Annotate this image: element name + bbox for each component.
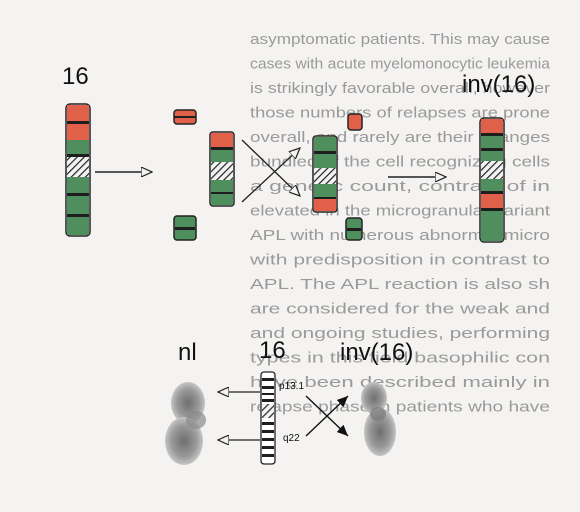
background-text-line: have been described mainly in	[250, 374, 550, 391]
label-inv16-bottom: inv(16)	[340, 339, 413, 366]
background-text-line: cases with acute myelomonocytic leukemia	[250, 56, 551, 73]
background-text-line: asymptomatic patients. This may cause	[250, 31, 550, 48]
background-text-line: those numbers of relapses are prone	[250, 105, 550, 122]
background-text-line: is strikingly favorable overall, however	[250, 80, 550, 97]
background-text-line: a genetic count, contract of in	[250, 178, 550, 195]
arrow-q-to-inv	[305, 395, 349, 437]
background-text-line: with predisposition in contrast to	[249, 252, 550, 269]
chromosome-16-normal	[65, 103, 91, 237]
label-chromosome-16-bottom: 16	[259, 337, 286, 364]
chromosome-16-breakpoints	[173, 109, 235, 241]
label-inv16-top: inv(16)	[462, 71, 535, 98]
chromosome-16-ideogram	[260, 371, 276, 465]
band-label-p13-1: p13.1	[279, 381, 304, 392]
chromosome-inv16	[479, 117, 505, 243]
arrow-cross-down	[241, 139, 300, 196]
arrow-cross-up	[241, 148, 300, 203]
fish-image-normal	[165, 382, 206, 465]
background-text-line: bundled of the cell recognizing cells	[250, 154, 550, 171]
background-text-line: are considered for the weak and	[250, 301, 550, 318]
background-text-line: elevated in the microgranular variant	[250, 203, 551, 220]
background-text-line: relapse phase in patients who have	[250, 399, 550, 416]
chromosome-16-rearranged	[312, 113, 363, 241]
band-label-q22: q22	[283, 433, 300, 444]
background-text-line: APL. The APL reaction is also sh	[250, 276, 550, 293]
label-nl: nl	[178, 339, 197, 366]
background-text-line: overall, and rarely are their changes	[250, 129, 550, 146]
background-text-line: APL with numerous abnormal micro	[250, 227, 550, 244]
background-text-line: types in this field basophilic con	[250, 350, 550, 367]
fish-image-inv16	[361, 382, 396, 456]
label-chromosome-16-top: 16	[62, 63, 89, 90]
background-text-line: and ongoing studies, performing	[250, 325, 550, 342]
